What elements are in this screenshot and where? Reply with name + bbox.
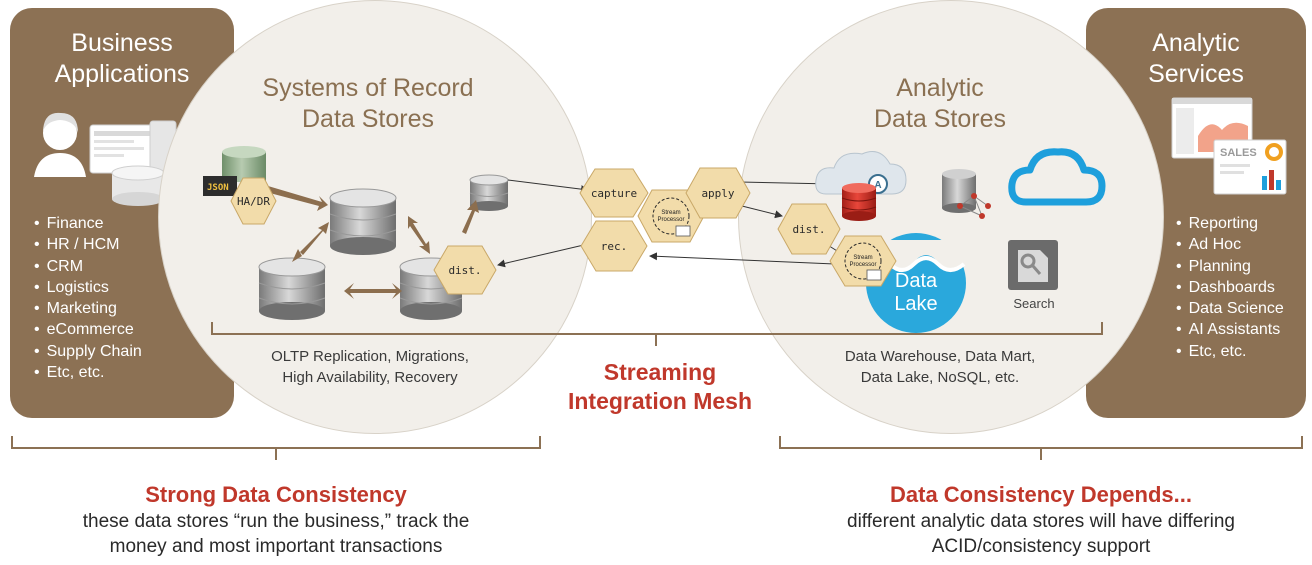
stream-processor-label: Stream <box>853 255 872 261</box>
title-line: Systems of Record <box>262 74 474 102</box>
list-item: Planning <box>1176 256 1284 277</box>
autonomous-glyph: A <box>874 180 881 191</box>
systems-of-record-caption: OLTP Replication, Migrations, High Avail… <box>238 346 502 388</box>
description-line: these data stores “run the business,” tr… <box>82 511 470 532</box>
title-line: Data Stores <box>301 105 434 133</box>
dashboard-report-icon: SALES <box>1171 97 1287 195</box>
data-lake-label: Lake <box>894 293 937 315</box>
title-line: Integration Mesh <box>567 388 752 414</box>
caption-line: Data Warehouse, Data Mart, <box>844 348 1036 365</box>
rec-hexagon: rec. <box>580 220 648 272</box>
strong-consistency-title: Strong Data Consistency <box>145 482 407 507</box>
ha-dr-label: HA/DR <box>237 195 270 208</box>
list-item: Marketing <box>34 298 142 319</box>
list-item: Dashboards <box>1176 277 1284 298</box>
analytic-data-stores-caption: Data Warehouse, Data Mart, Data Lake, No… <box>818 346 1062 388</box>
business-applications-title: Business Applications <box>10 28 234 90</box>
stream-processor-right: Stream Processor <box>829 235 897 287</box>
rec-label: rec. <box>601 240 628 253</box>
streaming-integration-mesh-title: Streaming Integration Mesh <box>520 358 800 416</box>
list-item: Supply Chain <box>34 341 142 362</box>
analytic-services-list: Reporting Ad Hoc Planning Dashboards Dat… <box>1176 213 1284 362</box>
list-item: Etc, etc. <box>1176 341 1284 362</box>
dist-label: dist. <box>448 264 481 277</box>
description-line: money and most important transactions <box>109 536 443 557</box>
json-tag: JSON <box>207 183 229 193</box>
analytic-data-stores-title: Analytic Data Stores <box>830 73 1050 135</box>
consistency-depends-title: Data Consistency Depends... <box>890 482 1192 507</box>
search-label: Search <box>1013 296 1054 311</box>
analytic-services-title: Analytic Services <box>1086 28 1306 90</box>
description-line: different analytic data stores will have… <box>847 511 1235 532</box>
capture-label: capture <box>591 187 637 200</box>
graph-database-icon <box>942 169 991 219</box>
apply-label: apply <box>701 187 734 200</box>
dist-hexagon-left: dist. <box>433 245 497 295</box>
list-item: eCommerce <box>34 319 142 340</box>
list-item: AI Assistants <box>1176 319 1284 340</box>
stream-processor-label: Processor <box>849 262 876 268</box>
cloud-icon <box>1008 148 1106 206</box>
database-icon <box>329 188 397 255</box>
replication-arrows <box>266 186 479 299</box>
systems-of-record-title: Systems of Record Data Stores <box>230 73 506 135</box>
capture-hexagon: capture <box>579 168 649 218</box>
title-line: Analytic <box>1152 29 1240 57</box>
apply-hexagon: apply <box>685 167 751 219</box>
title-line: Services <box>1148 60 1244 88</box>
stream-processor-label: Processor <box>657 217 684 223</box>
stream-processor-label: Stream <box>661 210 680 216</box>
consistency-depends-description: different analytic data stores will have… <box>780 509 1302 559</box>
list-item: Logistics <box>34 277 142 298</box>
dist-hexagon-right: dist. <box>777 203 841 255</box>
title-line: Business <box>71 29 173 57</box>
list-item: Reporting <box>1176 213 1284 234</box>
strong-consistency-description: these data stores “run the business,” tr… <box>10 509 542 559</box>
list-item: HR / HCM <box>34 234 142 255</box>
ha-dr-hexagon: HA/DR <box>230 177 277 225</box>
list-item: Finance <box>34 213 142 234</box>
database-icon <box>469 174 509 211</box>
title-line: Data Stores <box>873 105 1006 133</box>
document-db-icon: JSON <box>203 146 266 196</box>
list-item: Etc, etc. <box>34 362 142 383</box>
title-line: Applications <box>54 60 190 88</box>
dist-label: dist. <box>792 223 825 236</box>
data-lake-label: Data <box>895 270 938 292</box>
caption-line: High Availability, Recovery <box>282 369 458 386</box>
business-user-icon <box>34 112 177 206</box>
title-line: Streaming <box>603 359 717 385</box>
business-applications-list: Finance HR / HCM CRM Logistics Marketing… <box>34 213 142 383</box>
caption-line: Data Lake, NoSQL, etc. <box>860 369 1020 386</box>
title-line: Analytic <box>896 74 984 102</box>
cloud-warehouse-icon: A <box>815 151 907 221</box>
search-icon <box>1008 240 1058 290</box>
sales-label: SALES <box>1220 147 1257 159</box>
bottom-braces <box>11 436 1303 460</box>
mesh-brace <box>211 322 1103 346</box>
database-icon <box>258 257 326 320</box>
list-item: Data Science <box>1176 298 1284 319</box>
description-line: ACID/consistency support <box>931 536 1151 557</box>
list-item: Ad Hoc <box>1176 234 1284 255</box>
caption-line: OLTP Replication, Migrations, <box>271 348 469 365</box>
list-item: CRM <box>34 256 142 277</box>
